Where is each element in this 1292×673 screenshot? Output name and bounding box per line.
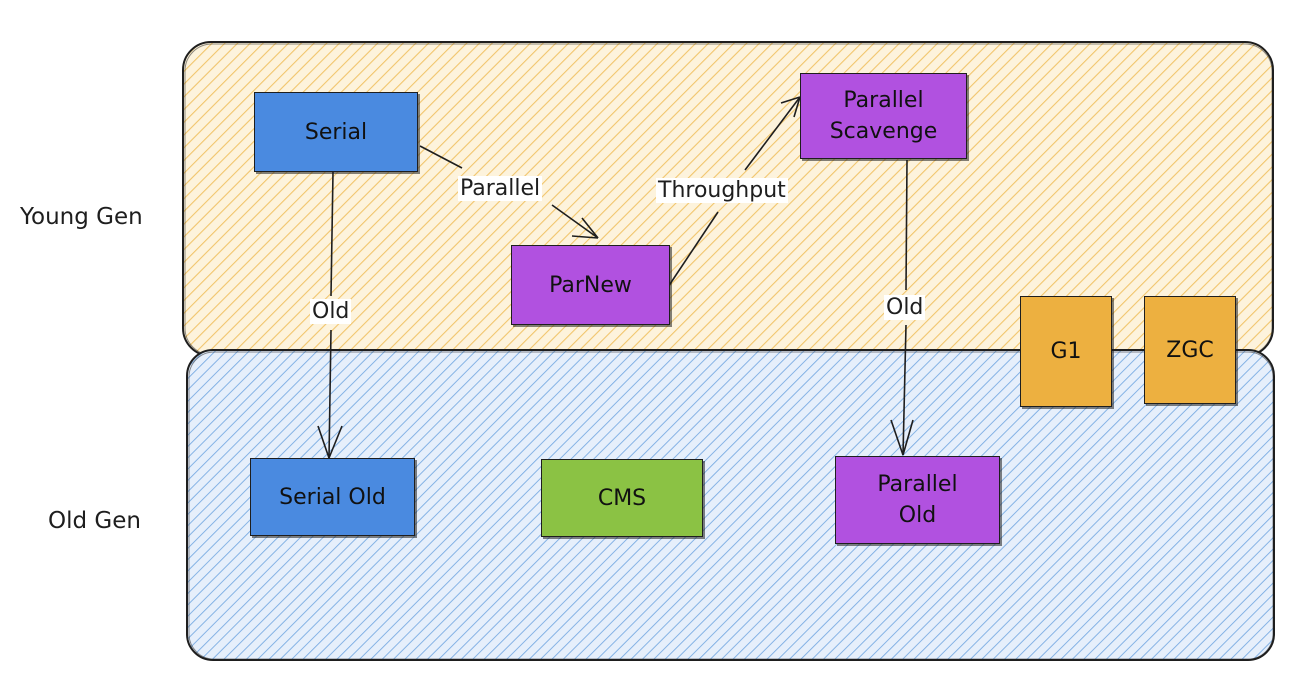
- old-gen-region: [186, 349, 1275, 661]
- arrowhead: [890, 419, 914, 456]
- arrowhead: [571, 217, 599, 239]
- arrowhead: [317, 425, 343, 459]
- edge-serial-to-serialold: [317, 171, 343, 459]
- edge-parnew-to-scavenge: [667, 96, 801, 288]
- parallel-old-collector-box[interactable]: Parallel Old: [835, 456, 1000, 544]
- serial-old-collector-box[interactable]: Serial Old: [250, 458, 415, 536]
- serial-collector-box[interactable]: Serial: [254, 92, 418, 172]
- zgc-collector-box[interactable]: ZGC: [1144, 296, 1236, 404]
- arrowhead: [780, 96, 801, 118]
- edge-scavenge-to-parallelold: [890, 159, 914, 456]
- parnew-collector-box[interactable]: ParNew: [511, 245, 670, 325]
- edge-serial-to-parnew: [419, 145, 599, 239]
- edge-label-old-scavenge: Old: [884, 295, 926, 320]
- g1-collector-box[interactable]: G1: [1020, 296, 1112, 407]
- edge-label-parallel: Parallel: [458, 176, 543, 201]
- young-gen-label: Young Gen: [20, 204, 143, 230]
- edge-label-old-serial: Old: [310, 299, 352, 324]
- old-gen-label: Old Gen: [48, 508, 141, 534]
- cms-collector-box[interactable]: CMS: [541, 459, 703, 537]
- parallel-scavenge-collector-box[interactable]: Parallel Scavenge: [800, 73, 967, 159]
- edge-label-throughput: Throughput: [656, 178, 788, 203]
